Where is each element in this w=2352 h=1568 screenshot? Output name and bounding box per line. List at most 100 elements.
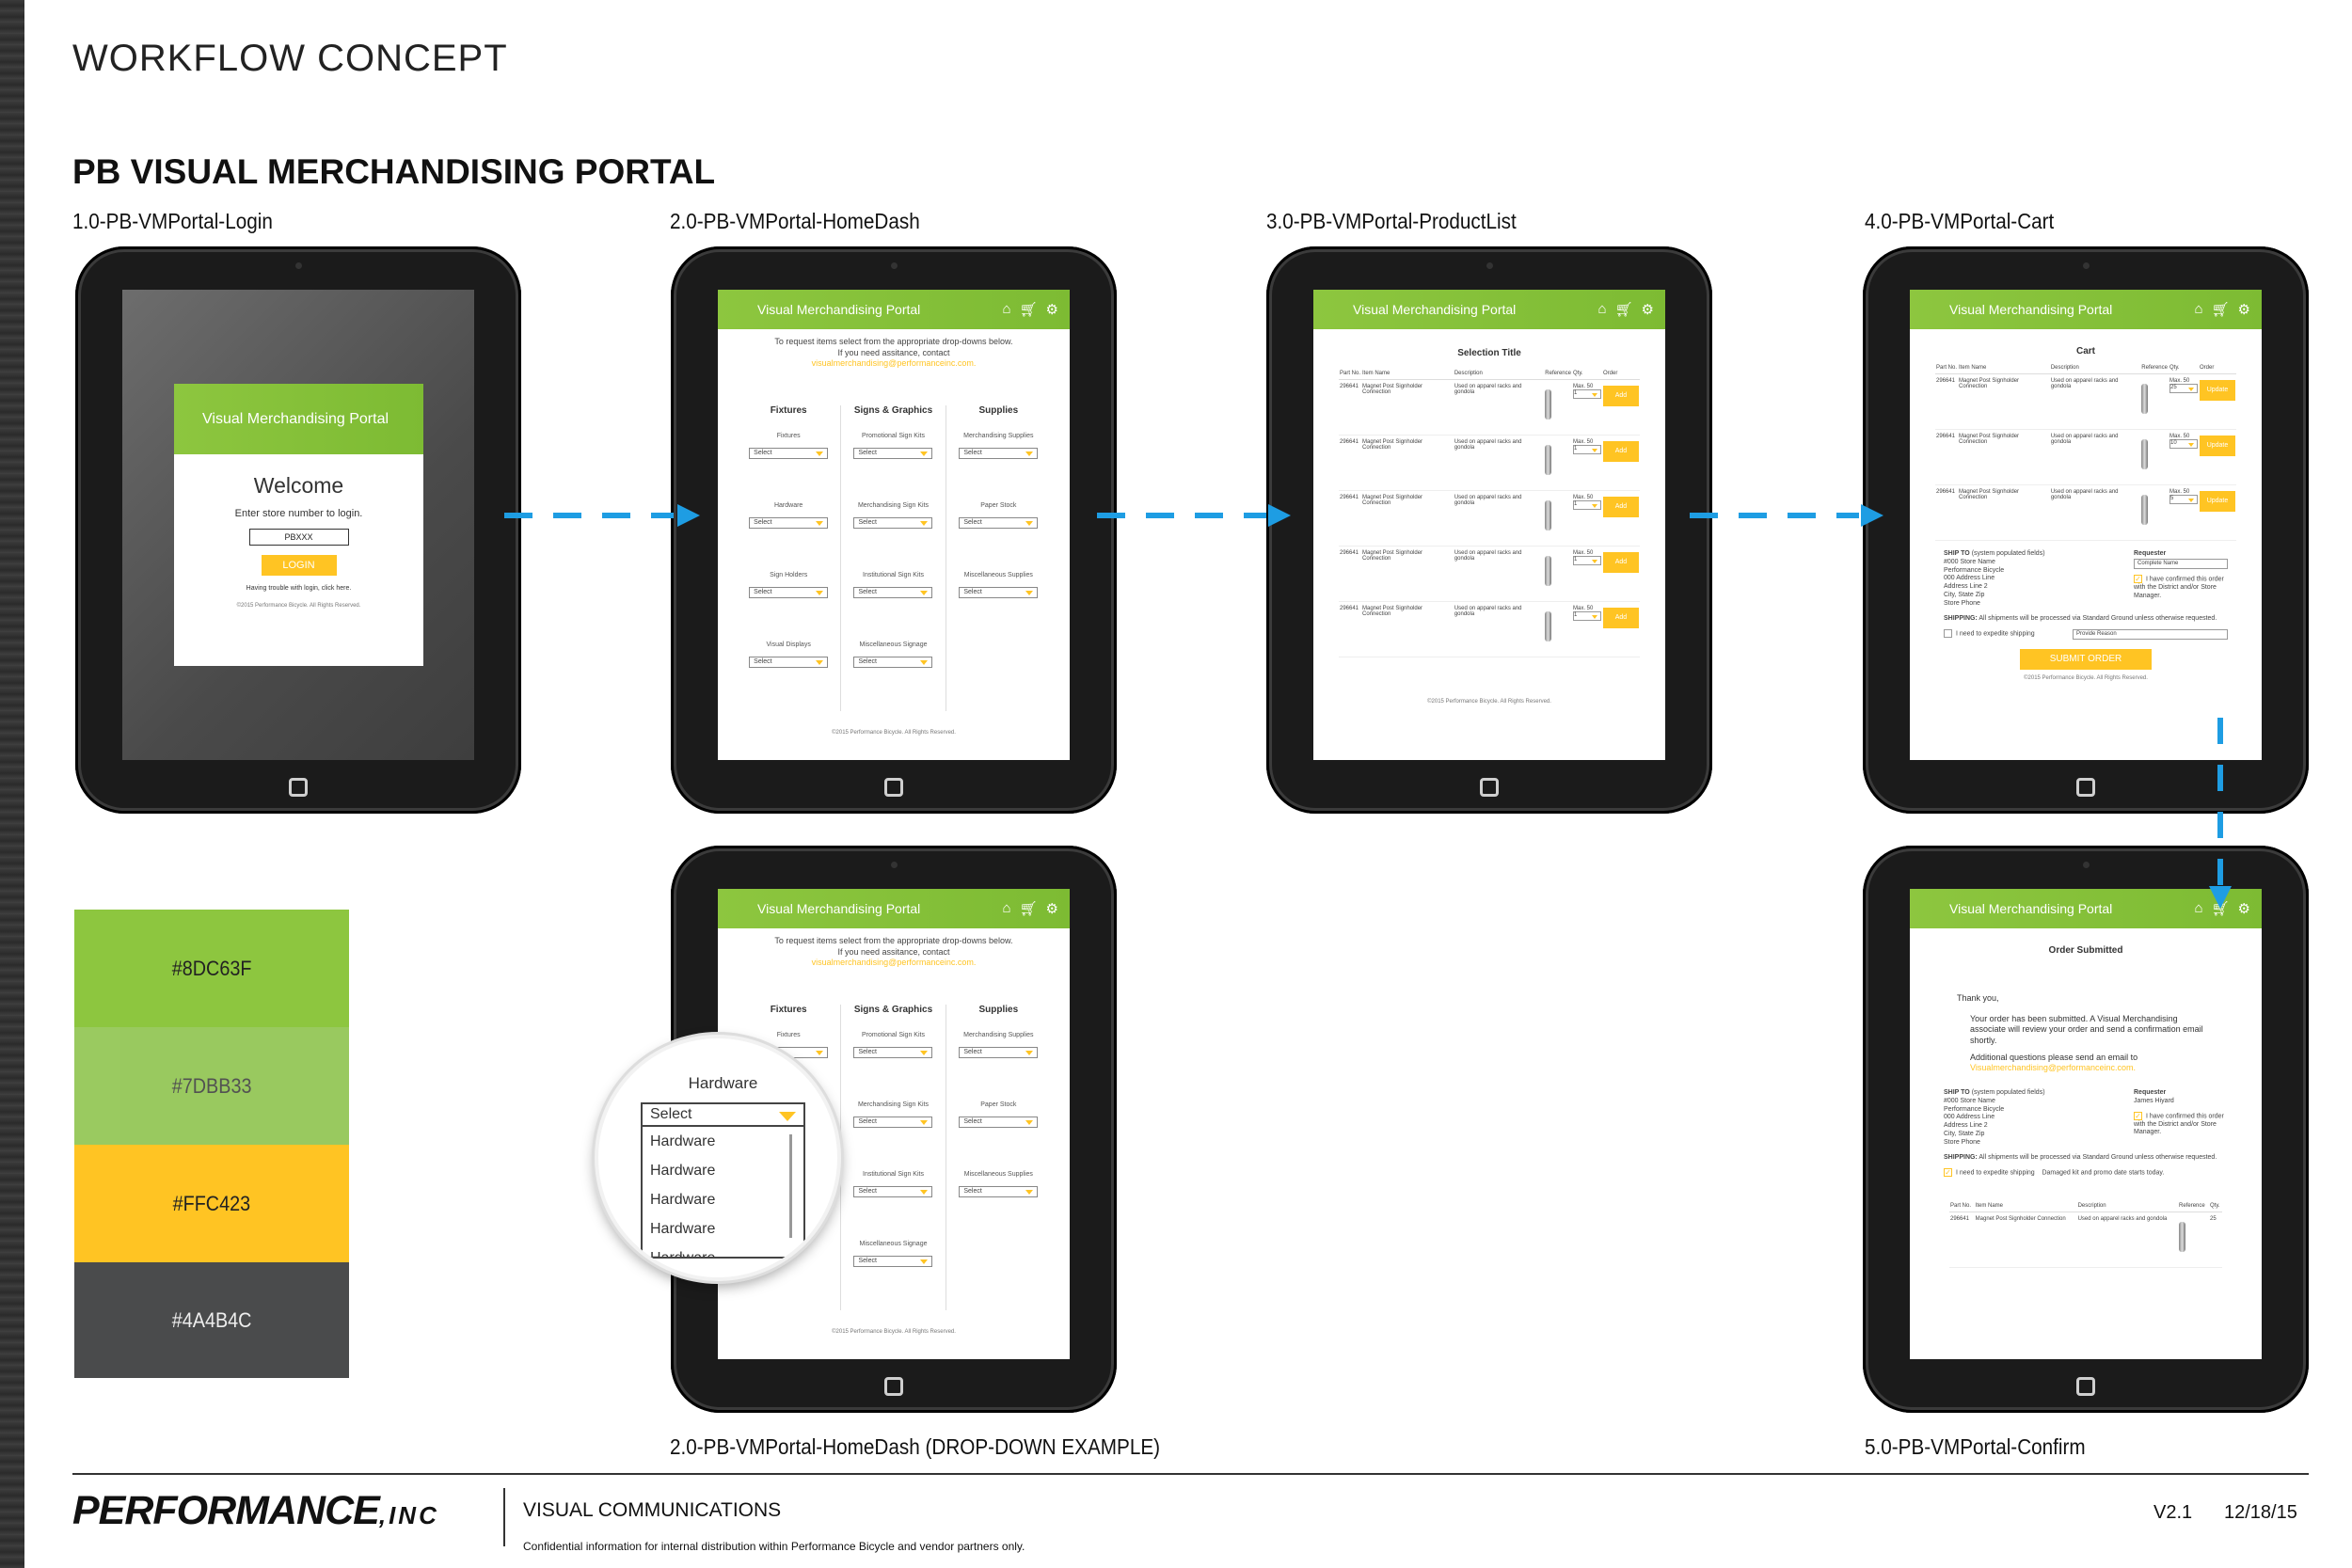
gear-icon[interactable]: ⚙ [2237,901,2250,917]
category-select[interactable]: Select [853,517,933,530]
add-button[interactable]: Add [1602,386,1639,406]
intro-line-1: To request items select from the appropr… [774,936,1013,945]
store-number-input[interactable]: PBXXX [248,529,349,546]
home-icon[interactable]: ⌂ [2194,900,2203,916]
app-title: Visual Merchandising Portal [757,302,921,317]
home-icon[interactable]: ⌂ [1002,301,1011,317]
qty-select[interactable]: 1 [1572,500,1601,510]
add-button[interactable]: Add [1602,608,1639,628]
category-select[interactable]: Select [853,587,933,599]
copyright: ©2015 Performance Bicycle. All Rights Re… [832,730,956,736]
address-line: City, State Zip [1944,591,1985,598]
category-select[interactable]: Select [853,1186,933,1198]
qty-select[interactable]: 10 [2169,439,2198,449]
expedite-checkbox[interactable] [1944,629,1952,638]
reason-input[interactable]: Provide Reason [2073,629,2228,640]
update-button[interactable]: Update [2199,380,2235,401]
home-icon[interactable]: ⌂ [2194,301,2203,317]
col-reference: Reference [2178,1200,2210,1213]
category-select[interactable]: Select [749,517,829,530]
submitted-text: Your order has been submitted. A Visual … [1970,1013,2203,1046]
column-heading: Supplies [978,1005,1019,1016]
dropdown-options: Hardware Hardware Hardware Hardware Hard… [641,1127,805,1259]
dropdown-option[interactable]: Hardware [650,1163,716,1179]
category-select[interactable]: Select [959,1117,1039,1129]
expedite-checkbox: ✓ [1944,1168,1952,1178]
cart-icon[interactable]: 🛒︎ [1019,302,1038,318]
dropdown-option[interactable]: Hardware [650,1133,716,1149]
requester-block: Requester Complete Name ✓I have confirme… [2134,550,2228,608]
add-button[interactable]: Add [1602,441,1639,462]
part-number: 296641 [1339,546,1361,602]
category-select[interactable]: Select [749,448,829,460]
manager-confirm-checkbox[interactable]: ✓ [2134,574,2142,583]
category-select[interactable]: Select [959,1047,1039,1059]
footer-divider [503,1488,505,1546]
revision-date: 12/18/15 [2224,1502,2297,1523]
category-select[interactable]: Select [959,587,1039,599]
dropdown-option[interactable]: Hardware [650,1221,716,1237]
requester-name-input[interactable]: Complete Name [2134,558,2228,569]
category-select[interactable]: Select [853,657,933,669]
qty-select[interactable]: 5 [2169,495,2198,504]
tablet-homedash: Visual Merchandising Portal ⌂ 🛒︎ ⚙ To re… [671,246,1117,814]
home-icon[interactable]: ⌂ [1002,900,1011,916]
gear-icon[interactable]: ⚙ [1641,302,1654,318]
table-row: 296641 Magnet Post Signholder Connection… [1339,490,1640,546]
support-email-link[interactable]: Visualmerchandising@performanceinc.com. [1970,1063,2137,1073]
gear-icon[interactable]: ⚙ [1045,901,1058,917]
col-part: Part No. [1935,362,1958,374]
login-help-link[interactable]: Having trouble with login, click here. [246,585,352,592]
qty-select[interactable]: 25 [2169,384,2198,393]
gear-icon[interactable]: ⚙ [2237,302,2250,318]
category-select[interactable]: Select [959,1186,1039,1198]
contact-email-link[interactable]: visualmerchandising@performanceinc.com. [811,958,977,968]
swatch-charcoal: #4A4B4C [74,1262,349,1378]
category-select[interactable]: Select [853,1117,933,1129]
category-label: Merchandising Sign Kits [857,502,930,510]
page-title: WORKFLOW CONCEPT [72,38,508,79]
col-part: Part No. [1339,368,1361,380]
category-select[interactable]: Select [853,1256,933,1268]
dropdown-option[interactable]: Hardware [650,1250,716,1259]
category-select[interactable]: Select [959,517,1039,530]
home-icon[interactable]: ⌂ [1597,301,1607,317]
qty-select[interactable]: 1 [1572,445,1601,454]
cart-icon[interactable]: 🛒︎ [1614,302,1633,318]
intro-line-2: If you need assitance, contact [837,347,950,357]
login-button[interactable]: LOGIN [261,555,337,576]
col-order: Order [2198,362,2236,374]
col-qty: Qty. [2209,1200,2222,1213]
add-button[interactable]: Add [1602,552,1639,573]
gear-icon[interactable]: ⚙ [1045,302,1058,318]
update-button[interactable]: Update [2199,436,2235,456]
category-select[interactable]: Select [749,587,829,599]
dropdown-scrollbar[interactable] [789,1134,792,1238]
hardware-select[interactable]: Select [641,1102,805,1127]
intro-line-2: If you need assitance, contact [837,946,950,957]
add-button[interactable]: Add [1602,497,1639,517]
qty-select[interactable]: 1 [1572,556,1601,565]
table-row: 296641 Magnet Post Signholder Connection… [1935,429,2236,485]
login-screen: Visual Merchandising Portal Welcome Ente… [122,290,474,760]
category-select[interactable]: Select [749,657,829,669]
category-select[interactable]: Select [853,448,933,460]
table-row: 296641 Magnet Post Signholder Connection… [1935,373,2236,430]
address-line: Store Phone [1944,599,1980,607]
part-number: 296641 [1339,435,1361,491]
category-select[interactable]: Select [853,1047,933,1059]
qty-select[interactable]: 1 [1572,611,1601,621]
camera-dot [891,862,898,868]
contact-email-link[interactable]: visualmerchandising@performanceinc.com. [811,358,977,369]
cart-icon[interactable]: 🛒︎ [2211,302,2230,318]
item-name: Magnet Post Signholder Connection [1361,435,1454,491]
category-label: Sign Holders [770,572,808,579]
category-select[interactable]: Select [959,448,1039,460]
selection-title: Selection Title [1457,348,1521,358]
qty-select[interactable]: 1 [1572,389,1601,399]
submit-order-button[interactable]: SUBMIT ORDER [2020,649,2152,670]
cart-icon[interactable]: 🛒︎ [1019,901,1038,917]
dropdown-option[interactable]: Hardware [650,1192,716,1208]
update-button[interactable]: Update [2199,491,2235,512]
